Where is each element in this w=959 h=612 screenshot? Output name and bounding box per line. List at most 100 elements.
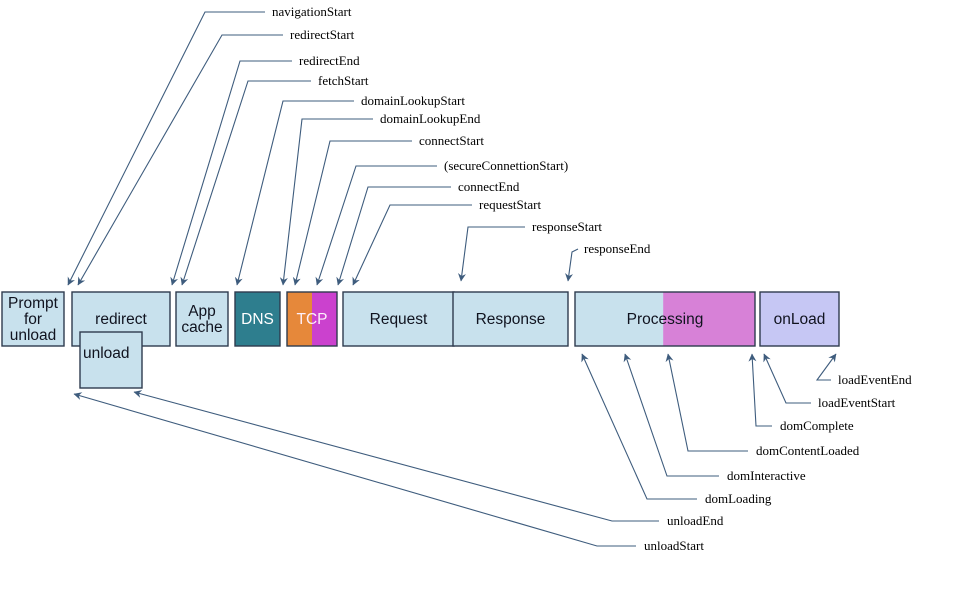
box-label: TCP <box>297 311 328 328</box>
event-domainLookupStart: domainLookupStart <box>234 93 465 286</box>
event-fetchStart: fetchStart <box>180 73 369 286</box>
box-border <box>79 331 143 389</box>
event-label: redirectEnd <box>299 53 360 68</box>
event-redirectStart: redirectStart <box>77 27 355 286</box>
box-onload: onLoad <box>759 291 840 347</box>
connector-line <box>234 100 354 286</box>
box-label: redirect <box>95 311 147 328</box>
box-fill <box>176 292 228 346</box>
connector-line <box>180 80 311 286</box>
box-label: App <box>188 303 216 320</box>
box-request: Request <box>342 291 455 347</box>
box-label: Prompt <box>8 295 59 312</box>
connector-line <box>133 390 659 522</box>
box-border <box>286 291 338 347</box>
event-domInteractive: domInteractive <box>623 353 806 483</box>
event-secureConnettionStart: (secureConnettionStart) <box>315 158 568 286</box>
event-label: navigationStart <box>272 4 352 19</box>
events-top: navigationStart redirectStart redirectEnd f… <box>67 4 651 286</box>
connector-line <box>73 392 636 547</box>
event-connectStart: connectStart <box>292 133 484 286</box>
event-redirectEnd: redirectEnd <box>170 53 360 286</box>
connector-line <box>457 226 525 282</box>
event-label: unloadEnd <box>667 513 724 528</box>
event-domComplete: domComplete <box>748 353 854 433</box>
box-label: cache <box>181 319 222 336</box>
box-processing: Processing <box>574 291 756 347</box>
event-loadEventEnd: loadEventEnd <box>815 353 912 387</box>
event-label: loadEventStart <box>818 395 896 410</box>
event-label: connectStart <box>419 133 484 148</box>
event-navigationStart: navigationStart <box>67 4 352 286</box>
connector-line <box>352 204 472 286</box>
connector-line <box>336 186 451 286</box>
box-border <box>175 291 229 347</box>
box-response: Response <box>452 291 569 347</box>
connector-line <box>665 353 748 452</box>
event-label: connectEnd <box>458 179 520 194</box>
box-fill <box>2 292 64 346</box>
box-label: DNS <box>241 311 274 328</box>
event-label: loadEventEnd <box>838 372 912 387</box>
event-responseStart: responseStart <box>457 219 602 282</box>
event-label: fetchStart <box>318 73 369 88</box>
box-label: Response <box>476 311 546 328</box>
event-label: domLoading <box>705 491 772 506</box>
box-fill <box>453 292 568 346</box>
box-fill <box>760 292 839 346</box>
event-unloadEnd: unloadEnd <box>133 390 724 528</box>
event-label: domInteractive <box>727 468 806 483</box>
connector-line <box>763 353 811 404</box>
connector-line <box>623 353 719 477</box>
box-border <box>574 291 756 347</box>
connector-line <box>748 353 772 427</box>
event-requestStart: requestStart <box>352 197 541 286</box>
event-label: requestStart <box>479 197 541 212</box>
connector-line <box>292 140 412 286</box>
connector-line <box>77 34 283 286</box>
connector-line <box>279 118 373 286</box>
event-label: (secureConnettionStart) <box>444 158 568 173</box>
box-label: onLoad <box>774 311 826 328</box>
event-label: responseEnd <box>584 241 651 256</box>
event-label: unloadStart <box>644 538 704 553</box>
event-label: responseStart <box>532 219 602 234</box>
connector-line <box>315 165 437 286</box>
event-label: domainLookupEnd <box>380 111 481 126</box>
event-loadEventStart: loadEventStart <box>763 353 896 410</box>
box-border <box>1 291 65 347</box>
box-fill <box>235 292 280 346</box>
box-label: for <box>24 311 42 328</box>
event-label: domComplete <box>780 418 854 433</box>
box-label: unload <box>83 345 130 362</box>
event-domContentLoaded: domContentLoaded <box>665 353 860 458</box>
events-bottom: loadEventEnd loadEventStart domComplete dom… <box>73 353 912 553</box>
box-border <box>759 291 840 347</box>
event-unloadStart: unloadStart <box>73 392 704 553</box>
connector-line <box>67 11 265 286</box>
connector-line <box>581 353 697 500</box>
box-fill-secondary <box>663 292 755 346</box>
box-unload: unload <box>79 331 143 389</box>
event-label: domainLookupStart <box>361 93 465 108</box>
connector-line <box>565 248 579 282</box>
event-domainLookupEnd: domainLookupEnd <box>279 111 481 286</box>
box-tcp: TCP <box>286 291 338 347</box>
box-dns: DNS <box>234 291 281 347</box>
box-border <box>234 291 281 347</box>
box-label: Request <box>370 311 428 328</box>
box-label: Processing <box>627 311 704 328</box>
event-label: domContentLoaded <box>756 443 860 458</box>
box-border <box>452 291 569 347</box>
event-responseEnd: responseEnd <box>565 241 651 282</box>
connector-line <box>170 60 292 286</box>
event-connectEnd: connectEnd <box>336 179 520 286</box>
event-label: redirectStart <box>290 27 355 42</box>
event-domLoading: domLoading <box>581 353 772 506</box>
box-fill <box>80 332 142 388</box>
